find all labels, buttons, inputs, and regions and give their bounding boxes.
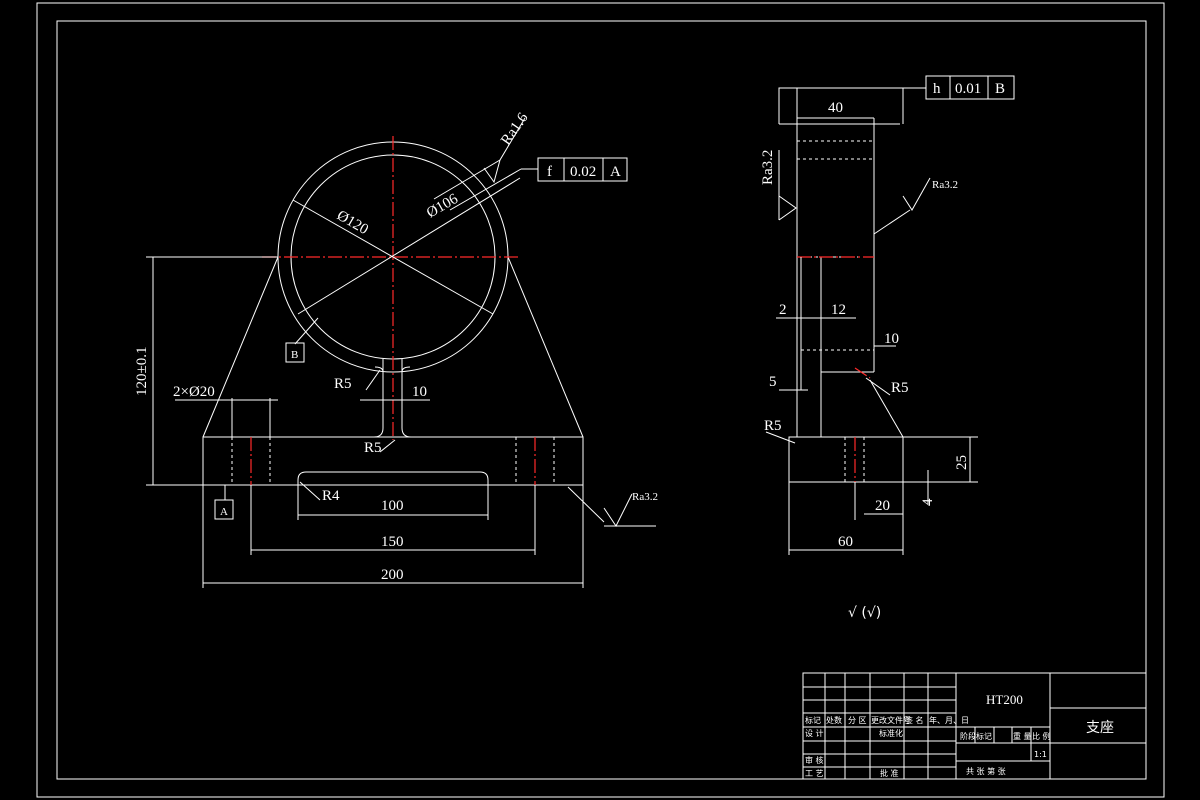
dim-side-10: 10 — [884, 331, 899, 347]
cell-approve: 批 准 — [880, 768, 899, 778]
dim-r5-top: R5 — [334, 376, 352, 392]
tol-datum-front: A — [610, 164, 621, 180]
roughness-side-right: Ra3.2 — [932, 179, 958, 191]
dim-holes: 2×Ø20 — [173, 384, 215, 400]
tol-symbol-side: h — [933, 81, 941, 97]
cell-scale: 比 例 — [1032, 731, 1051, 741]
cell-doc: 更改文件号 — [871, 715, 911, 725]
outer-border — [36, 2, 1165, 798]
roughness-side-left: Ra3.2 — [760, 150, 776, 185]
front-view — [146, 117, 656, 588]
tol-value-front: 0.02 — [570, 164, 596, 180]
roughness-bore: Ra1.6 — [498, 110, 532, 149]
cell-sign: 签 名 — [905, 715, 924, 725]
dim-25: 25 — [954, 455, 970, 470]
dim-r5-outer: R5 — [764, 418, 782, 434]
title-block — [802, 672, 1147, 780]
dim-150: 150 — [381, 534, 404, 550]
dim-20: 20 — [875, 498, 890, 514]
dim-2: 2 — [779, 302, 787, 318]
datum-b: B — [291, 349, 298, 361]
cell-stage: 阶段标记 — [960, 731, 992, 741]
cell-standard: 标准化 — [879, 728, 903, 738]
inner-border — [56, 20, 1147, 780]
cell-design: 设 计 — [805, 728, 824, 738]
cell-zone: 分 区 — [848, 716, 867, 725]
dim-40: 40 — [828, 100, 843, 116]
datum-a: A — [220, 506, 228, 518]
general-roughness: √ (√) — [848, 605, 881, 621]
dim-200: 200 — [381, 567, 404, 583]
dim-4: 4 — [920, 498, 936, 506]
tol-datum-side: B — [995, 81, 1005, 97]
cell-review: 审 核 — [805, 755, 824, 765]
cell-date: 年、月、日 — [929, 715, 969, 725]
dim-5: 5 — [769, 374, 777, 390]
roughness-base: Ra3.2 — [632, 491, 658, 503]
tol-value-side: 0.01 — [955, 81, 981, 97]
cell-mark: 标记 — [805, 715, 821, 725]
cell-count: 处数 — [826, 715, 842, 725]
material: HT200 — [986, 692, 1023, 707]
cell-weight: 重 量 — [1013, 731, 1032, 741]
dim-r5-bottom: R5 — [364, 440, 382, 456]
dim-12: 12 — [831, 302, 846, 318]
base-block — [202, 436, 584, 486]
dim-60: 60 — [838, 534, 853, 550]
cell-sheets: 共 张 第 张 — [966, 766, 1006, 776]
dim-height: 120±0.1 — [134, 347, 150, 396]
dim-r4: R4 — [322, 488, 340, 504]
scale-value: 1:1 — [1034, 750, 1047, 759]
side-view — [765, 75, 1015, 555]
tol-symbol-front: f — [547, 164, 552, 180]
cell-process: 工 艺 — [805, 769, 824, 778]
dim-r5-inner: R5 — [891, 380, 909, 396]
part-name: 支座 — [1086, 720, 1114, 736]
dim-rib-width: 10 — [412, 384, 427, 400]
dim-100: 100 — [381, 498, 404, 514]
